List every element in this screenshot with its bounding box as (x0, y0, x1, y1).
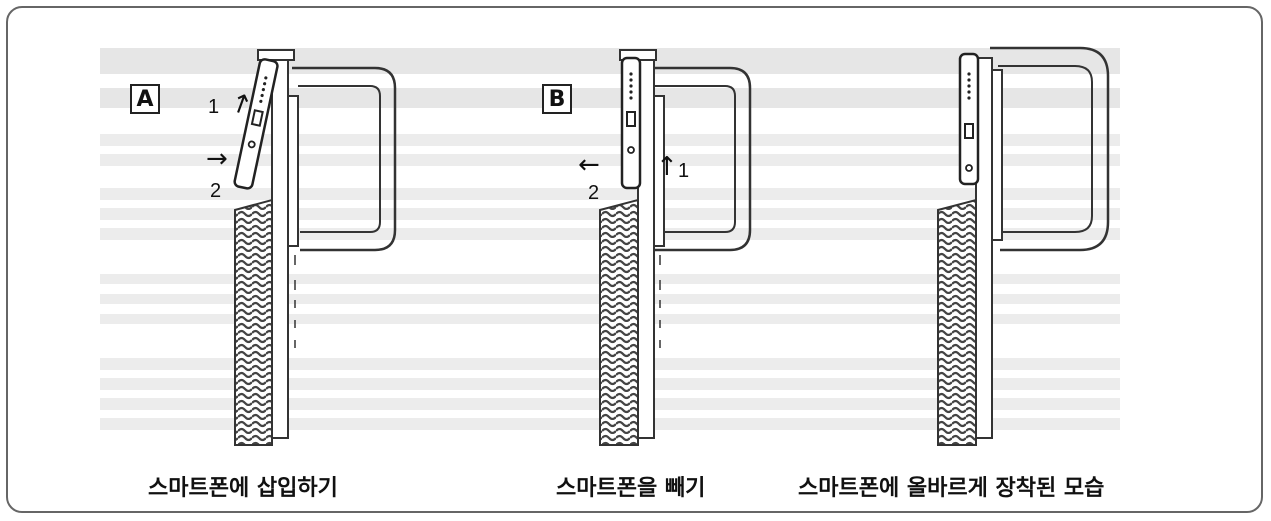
device-a-clip (292, 66, 397, 252)
caption-mounted: 스마트폰에 올바르게 장착된 모습 (798, 476, 1105, 501)
device-a-phone (233, 58, 279, 190)
device-a (233, 49, 397, 446)
panel-b-step2: 2 (588, 182, 600, 204)
panel-b-step1: 1 (678, 160, 690, 182)
device-b (599, 49, 752, 446)
device-c-clip (990, 46, 1110, 252)
device-c-phone (958, 52, 980, 186)
panel-b-arrow-up-icon: ↑ (656, 152, 678, 182)
panel-a-step1: 1 (208, 96, 220, 118)
panel-a-badge: A (130, 84, 160, 114)
panel-a-arrow-right-icon: → (206, 144, 228, 174)
panel-a-step2: 2 (210, 180, 222, 202)
device-c (937, 46, 1110, 446)
panel-b-arrow-left-icon: ← (578, 150, 600, 180)
device-b-phone (620, 56, 642, 190)
device-b-clip (648, 66, 752, 252)
caption-insert: 스마트폰에 삽입하기 (148, 476, 338, 501)
panel-b-badge: B (542, 84, 572, 114)
caption-remove: 스마트폰을 빼기 (556, 476, 706, 501)
